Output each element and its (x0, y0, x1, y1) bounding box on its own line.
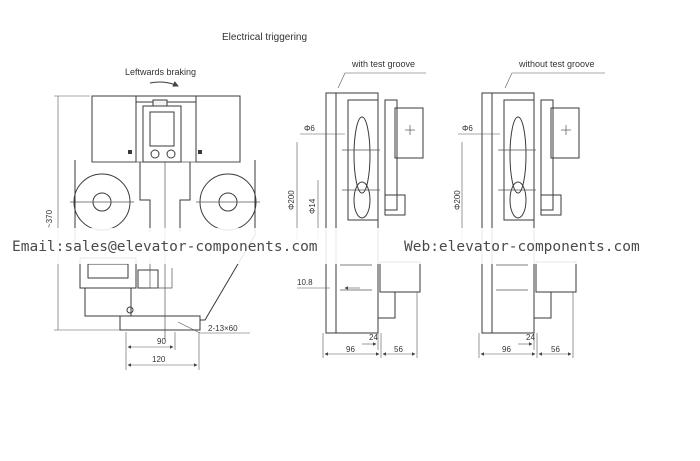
mount-plate (119, 315, 201, 331)
screw-left (150, 149, 160, 159)
brake-wheel (509, 116, 527, 194)
switch-label-plate (87, 263, 129, 279)
wheel-housing (503, 99, 535, 221)
brake-wheel (353, 116, 371, 194)
armature-plate (384, 99, 398, 211)
lower-roller-box (379, 261, 421, 293)
dim-height: ~370 (45, 209, 54, 228)
dim-slot: 2-13×60 (208, 324, 238, 333)
dim-24: 24 (369, 333, 378, 342)
braking-direction-arrow (149, 81, 179, 87)
dim-10-8: 10.8 (297, 278, 313, 287)
dim-96: 96 (502, 345, 511, 354)
dim-phi200: Φ200 (287, 190, 296, 210)
dim-56: 56 (551, 345, 560, 354)
side-frame (325, 92, 379, 334)
right-housing-block (195, 95, 241, 163)
right-view: without test groove Φ6 Φ200 24 96 56 (453, 59, 605, 358)
screw-right (166, 149, 176, 159)
coil-unit (550, 107, 580, 159)
with-test-groove-label: with test groove (351, 59, 415, 69)
leftwards-braking-label: Leftwards braking (125, 67, 196, 77)
coil-unit (394, 107, 424, 159)
dim-phi14: Φ14 (308, 198, 317, 214)
watermark-web: Web:elevator-components.com (404, 239, 640, 255)
dim-phi200: Φ200 (453, 190, 462, 210)
guide-rail-slot (139, 162, 191, 232)
middle-view: with test groove Φ6 Φ200 Φ14 10.8 (287, 59, 426, 358)
dim-96: 96 (346, 345, 355, 354)
dim-24: 24 (526, 333, 535, 342)
dim-phi6: Φ6 (462, 124, 473, 133)
switch-housing (84, 287, 132, 317)
without-test-groove-label: without test groove (518, 59, 595, 69)
drawing-title: Electrical triggering (222, 32, 307, 43)
armature-plate (540, 99, 554, 211)
side-frame (481, 92, 535, 334)
watermark-email: Email:sales@elevator-components.com (12, 239, 318, 255)
left-view: Leftwards braking (45, 67, 260, 370)
dim-90: 90 (157, 337, 166, 346)
lower-roller-box (535, 261, 577, 293)
dim-phi6: Φ6 (304, 124, 315, 133)
dim-120: 120 (152, 355, 166, 364)
wheel-housing (347, 99, 379, 221)
clamp-jaw (149, 111, 175, 147)
dim-56: 56 (394, 345, 403, 354)
watermark-band (0, 228, 700, 264)
